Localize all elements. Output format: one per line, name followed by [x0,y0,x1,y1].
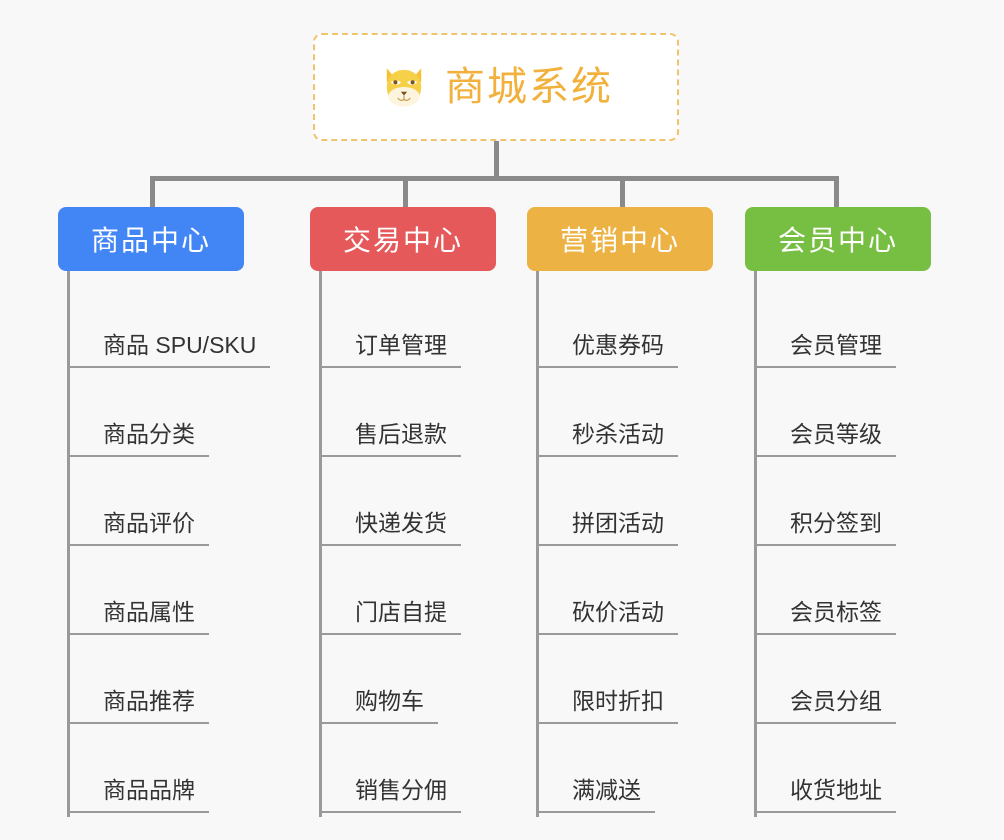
list-item[interactable]: 会员管理 [757,283,985,372]
leaf-label: 商品推荐 [70,682,209,724]
connector-drop-2 [403,176,408,207]
list-item[interactable]: 商品分类 [70,372,298,461]
branch-column-2: 交易中心 订单管理 售后退款 快递发货 门店自提 购物车 销售分佣 [310,207,550,817]
leaf-label: 积分签到 [757,504,896,546]
branch-header-label: 会员中心 [777,225,898,256]
list-item[interactable]: 砍价活动 [539,550,767,639]
list-item[interactable]: 商品品牌 [70,728,298,817]
root-title: 商城系统 [445,65,613,109]
branch-leaf-list-2: 订单管理 售后退款 快递发货 门店自提 购物车 销售分佣 [319,271,550,817]
list-item[interactable]: 订单管理 [322,283,550,372]
root-node[interactable]: 商城系统 [313,33,679,141]
leaf-label: 会员标签 [757,593,896,635]
branch-header-4[interactable]: 会员中心 [745,207,931,271]
leaf-label: 商品评价 [70,504,209,546]
branch-column-3: 营销中心 优惠券码 秒杀活动 拼团活动 砍价活动 限时折扣 满减送 [527,207,767,817]
list-item[interactable]: 拼团活动 [539,461,767,550]
leaf-label: 会员等级 [757,415,896,457]
list-item[interactable]: 积分签到 [757,461,985,550]
list-item[interactable]: 优惠券码 [539,283,767,372]
branch-header-label: 营销中心 [559,225,680,256]
list-item[interactable]: 销售分佣 [322,728,550,817]
leaf-label: 商品 SPU/SKU [69,326,271,368]
list-item[interactable]: 购物车 [322,639,550,728]
list-item[interactable]: 快递发货 [322,461,550,550]
leaf-label: 收货地址 [757,771,896,813]
leaf-label: 订单管理 [322,326,461,368]
leaf-label: 秒杀活动 [539,415,678,457]
list-item[interactable]: 会员分组 [757,639,985,728]
list-item[interactable]: 商品评价 [70,461,298,550]
branch-header-label: 商品中心 [90,225,211,256]
branch-leaf-list-4: 会员管理 会员等级 积分签到 会员标签 会员分组 收货地址 [754,271,985,817]
connector-drop-4 [834,176,839,207]
connector-horizontal-bus [150,176,839,181]
leaf-label: 会员分组 [757,682,896,724]
leaf-label: 商品品牌 [70,771,209,813]
leaf-label: 快递发货 [322,504,461,546]
list-item[interactable]: 限时折扣 [539,639,767,728]
leaf-label: 满减送 [539,771,655,813]
leaf-label: 购物车 [322,682,438,724]
branch-leaf-list-3: 优惠券码 秒杀活动 拼团活动 砍价活动 限时折扣 满减送 [536,271,767,817]
connector-drop-3 [620,176,625,207]
leaf-label: 商品分类 [70,415,209,457]
leaf-label: 会员管理 [757,326,896,368]
branch-header-3[interactable]: 营销中心 [527,207,713,271]
connector-drop-1 [150,176,155,207]
list-item[interactable]: 售后退款 [322,372,550,461]
shiba-dog-icon [386,68,422,107]
leaf-label: 砍价活动 [539,593,678,635]
branch-header-label: 交易中心 [342,225,463,256]
list-item[interactable]: 商品 SPU/SKU [69,283,298,372]
branch-header-2[interactable]: 交易中心 [310,207,496,271]
list-item[interactable]: 会员标签 [757,550,985,639]
branch-column-4: 会员中心 会员管理 会员等级 积分签到 会员标签 会员分组 收货地址 [745,207,985,817]
list-item[interactable]: 会员等级 [757,372,985,461]
leaf-label: 售后退款 [322,415,461,457]
list-item[interactable]: 满减送 [539,728,767,817]
connector-root-stem [494,141,499,179]
leaf-label: 优惠券码 [539,326,678,368]
leaf-label: 商品属性 [70,593,209,635]
list-item[interactable]: 收货地址 [757,728,985,817]
leaf-label: 限时折扣 [539,682,678,724]
leaf-label: 拼团活动 [539,504,678,546]
branch-header-1[interactable]: 商品中心 [58,207,244,271]
leaf-label: 门店自提 [322,593,461,635]
list-item[interactable]: 秒杀活动 [539,372,767,461]
branch-leaf-list-1: 商品 SPU/SKU 商品分类 商品评价 商品属性 商品推荐 商品品牌 [67,271,298,817]
list-item[interactable]: 商品属性 [70,550,298,639]
leaf-label: 销售分佣 [322,771,461,813]
list-item[interactable]: 商品推荐 [70,639,298,728]
list-item[interactable]: 门店自提 [322,550,550,639]
branch-column-1: 商品中心 商品 SPU/SKU 商品分类 商品评价 商品属性 商品推荐 商品品牌 [58,207,298,817]
